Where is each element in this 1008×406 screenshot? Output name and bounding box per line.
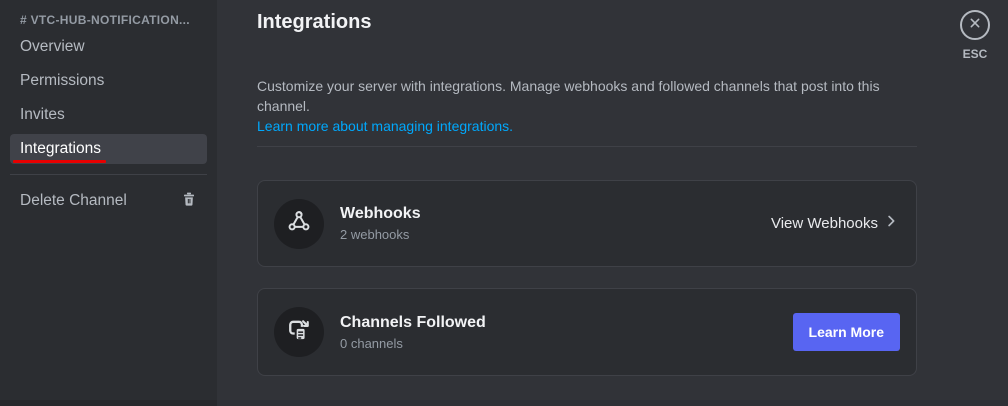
delete-channel-label: Delete Channel — [20, 192, 127, 209]
channels-followed-icon — [285, 316, 313, 349]
sidebar-divider — [10, 174, 207, 175]
learn-more-integrations-link[interactable]: Learn more about managing integrations. — [257, 118, 514, 134]
channels-followed-count: 0 channels — [340, 335, 403, 351]
sidebar-item-invites[interactable]: Invites — [10, 100, 207, 130]
esc-label: ESC — [962, 47, 988, 61]
webhook-avatar — [274, 198, 324, 249]
webhooks-count: 2 webhooks — [340, 227, 410, 242]
integrations-annotation-underline — [13, 160, 106, 163]
description-text: Customize your server with integrations.… — [257, 78, 880, 114]
close-button[interactable] — [960, 10, 990, 40]
webhooks-card: Webhooks 2 webhooks View Webhooks — [257, 180, 917, 267]
channels-followed-avatar — [274, 307, 324, 357]
sidebar-item-label: Overview — [20, 38, 85, 55]
view-webhooks-label: View Webhooks — [770, 215, 878, 232]
webhooks-card-title: Webhooks — [340, 205, 421, 222]
window-bottom-edge — [217, 400, 1008, 406]
channels-followed-card-title: Channels Followed — [340, 313, 486, 331]
view-webhooks-button[interactable]: View Webhooks — [771, 212, 900, 235]
sidebar-item-label: Permissions — [20, 72, 105, 89]
sidebar-item-label: Integrations — [20, 140, 101, 157]
sidebar-item-permissions[interactable]: Permissions — [10, 66, 207, 96]
sidebar-nav: Overview Permissions Invites Integration… — [10, 32, 207, 168]
content-divider — [257, 146, 917, 147]
channels-followed-card: Channels Followed 0 channels Learn More — [257, 288, 917, 376]
webhook-icon — [285, 207, 313, 240]
sidebar-item-overview[interactable]: Overview — [10, 32, 207, 62]
page-description: Customize your server with integrations.… — [257, 76, 917, 136]
window-bottom-edge — [0, 400, 217, 406]
settings-sidebar: # VTC-HUB-NOTIFICATION... Overview Permi… — [0, 0, 217, 400]
webhooks-card-text: Webhooks 2 webhooks — [340, 205, 771, 242]
chevron-right-icon — [882, 212, 900, 235]
delete-channel-button[interactable]: Delete Channel — [10, 186, 207, 216]
trash-icon — [181, 191, 197, 212]
sidebar-item-integrations[interactable]: Integrations — [10, 134, 207, 164]
channels-followed-card-text: Channels Followed 0 channels — [340, 314, 793, 351]
page-title: Integrations — [257, 11, 372, 33]
close-icon — [967, 15, 983, 36]
close-control: ESC — [958, 10, 992, 61]
channel-name-header: # VTC-HUB-NOTIFICATION... — [20, 13, 190, 27]
sidebar-item-label: Invites — [20, 106, 65, 123]
learn-more-button[interactable]: Learn More — [792, 313, 900, 351]
